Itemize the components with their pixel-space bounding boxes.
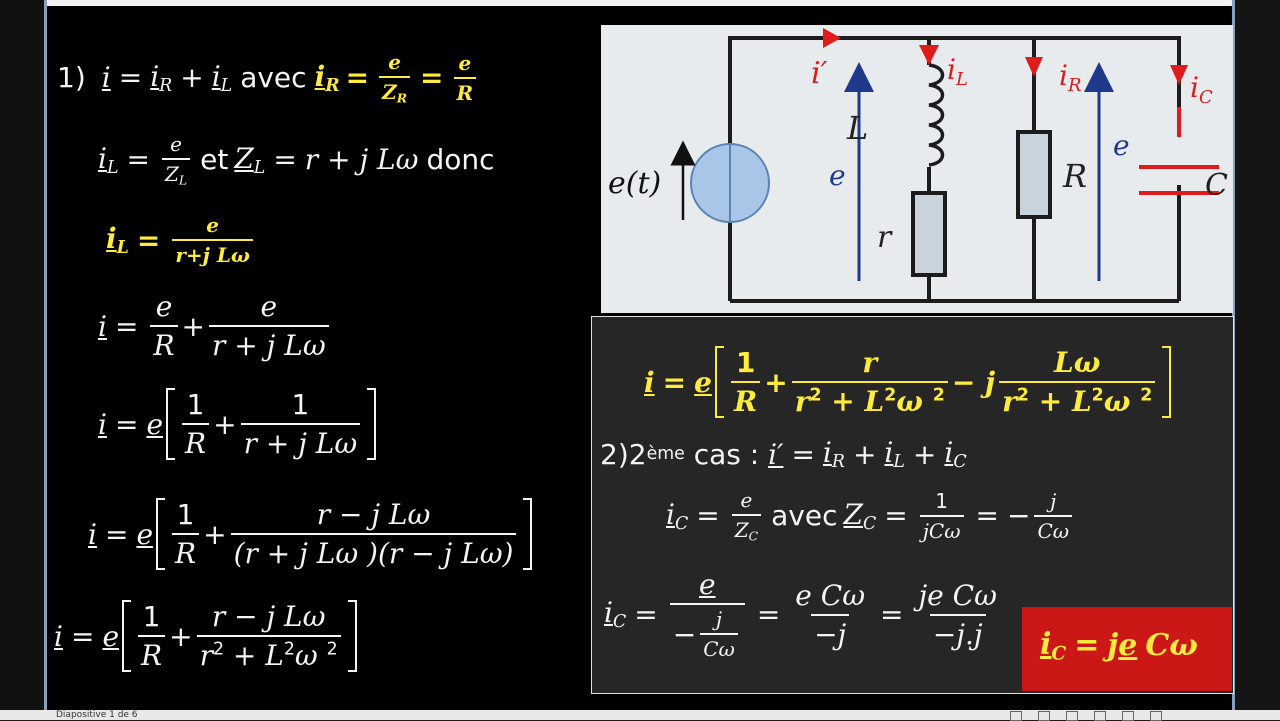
label-r: r bbox=[877, 220, 893, 255]
label-L: L bbox=[846, 109, 868, 147]
item-number: 1) bbox=[57, 61, 86, 95]
label-iC: iC bbox=[1190, 71, 1213, 108]
arrow-iC bbox=[1170, 65, 1188, 85]
resistor-R bbox=[1016, 130, 1052, 219]
circuit-diagram: e(t) i′ iL iR iC L r R C e e bbox=[601, 25, 1233, 313]
slide-left-border bbox=[44, 0, 47, 710]
inductor bbox=[928, 63, 945, 167]
label-e-1: e bbox=[829, 159, 846, 192]
label-iL: iL bbox=[947, 53, 968, 90]
label-source: e(t) bbox=[608, 166, 661, 201]
circuit-svg: e(t) i′ iL iR iC L r R C e e bbox=[608, 28, 1228, 303]
status-bar: Diapositive 1 de 6 bbox=[0, 710, 1280, 721]
label-R: R bbox=[1062, 157, 1087, 195]
label-i-prime: i′ bbox=[811, 56, 828, 91]
slide-counter: Diapositive 1 de 6 bbox=[56, 710, 138, 720]
label-e-2: e bbox=[1113, 129, 1130, 162]
label-C: C bbox=[1205, 168, 1228, 203]
word-avec: avec bbox=[240, 61, 307, 95]
left-margin bbox=[0, 0, 44, 720]
arrow-i-prime bbox=[823, 28, 841, 48]
label-iR: iR bbox=[1059, 59, 1082, 96]
arrow-iL bbox=[919, 45, 939, 65]
slide-top-edge bbox=[46, 0, 1234, 6]
resistor-r bbox=[911, 191, 947, 277]
right-margin bbox=[1234, 0, 1280, 720]
arrow-iR bbox=[1025, 57, 1043, 77]
